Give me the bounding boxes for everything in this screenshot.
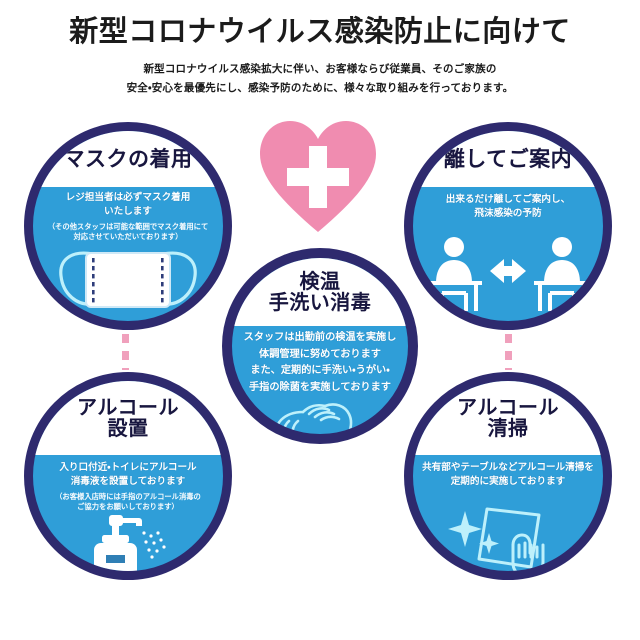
mask-lead-text: レジ担当者は必ずマスク着用 いたします	[65, 192, 191, 218]
hand-washing-icon	[232, 396, 408, 434]
center-text-block: スタッフは出勤前の検温を実施し 体調管理に努めております また、定期的に手洗い・…	[232, 330, 408, 396]
distance-lead-text: 出来るだけ離してご案内し、 飛沫感染の予防	[445, 194, 571, 220]
info-circle-temperature-handwash[interactable]: 検温 手洗い消毒 スタッフは出勤前の検温を実施し 体調管理に努めております また…	[222, 248, 418, 444]
subtitle-line-1: 新型コロナウイルス感染拡大に伴い、お客様ならび従業員、そのご家族の	[143, 62, 497, 75]
info-circle-alcohol-cleaning[interactable]: アルコール 清掃 共有部やテーブルなどアルコール清掃を 定期的に実施しております	[404, 372, 612, 580]
seated-people-distance-arrow-icon	[413, 235, 603, 315]
alcohol-set-title-band: アルコール 設置	[33, 381, 223, 455]
distance-text-block: 出来るだけ離してご案内し、 飛沫感染の予防	[413, 193, 603, 222]
mask-title-band: マスクの着用	[33, 131, 223, 187]
center-lead-text: スタッフは出勤前の検温を実施し 体調管理に努めております また、定期的に手洗い・…	[243, 332, 397, 393]
surgical-mask-icon	[33, 244, 223, 316]
alcohol-clean-text-block: 共有部やテーブルなどアルコール清掃を 定期的に実施しております	[413, 461, 603, 490]
mask-text-block: レジ担当者は必ずマスク着用 いたします （その他スタッフは可能な範囲でマスク着用…	[33, 191, 223, 243]
center-title: 検温 手洗い消毒	[268, 268, 372, 314]
connector-left-vertical	[122, 334, 129, 370]
mask-title: マスクの着用	[63, 146, 193, 171]
distance-title-band: 離してご案内	[413, 131, 603, 187]
alcohol-set-text-block: 入り口付近・トイレにアルコール 消毒液を設置しております （お客様入店時には手指…	[33, 461, 223, 513]
center-title-band: 検温 手洗い消毒	[232, 258, 408, 326]
info-circle-alcohol-placement[interactable]: アルコール 設置 入り口付近・トイレにアルコール 消毒液を設置しております （お…	[24, 372, 232, 580]
alcohol-clean-lead-text: 共有部やテーブルなどアルコール清掃を 定期的に実施しております	[422, 462, 594, 488]
info-circle-mask[interactable]: マスクの着用 レジ担当者は必ずマスク着用 いたします （その他スタッフは可能な範…	[24, 122, 232, 330]
connector-right-vertical	[505, 334, 512, 370]
poster-subtitle: 新型コロナウイルス感染拡大に伴い、お客様ならび従業員、そのご家族の 安全・安心を…	[0, 60, 640, 99]
alcohol-clean-title-band: アルコール 清掃	[413, 381, 603, 455]
poster-header: 新型コロナウイルス感染防止に向けて 新型コロナウイルス感染拡大に伴い、お客様なら…	[0, 14, 640, 99]
distance-title: 離してご案内	[443, 146, 573, 171]
alcohol-set-title: アルコール 設置	[77, 394, 179, 440]
hand-wiping-cloth-sparkle-icon	[413, 501, 603, 571]
page-title: 新型コロナウイルス感染防止に向けて	[69, 14, 571, 48]
alcohol-clean-title: アルコール 清掃	[457, 394, 559, 440]
heart-with-cross-icon	[258, 118, 378, 236]
alcohol-set-lead-text: 入り口付近・トイレにアルコール 消毒液を設置しております	[59, 462, 197, 488]
sanitizer-pump-bottle-icon	[33, 509, 223, 571]
mask-note-text: （その他スタッフは可能な範囲でマスク着用にて 対応させていただいております）	[47, 221, 209, 242]
alcohol-set-note-text: （お客様入店時には手指のアルコール消毒の ご協力をお願いしております）	[55, 491, 201, 512]
subtitle-line-2: 安全・安心を最優先にし、感染予防のために、様々な取り組みを行っております。	[126, 82, 514, 95]
info-circle-distance[interactable]: 離してご案内 出来るだけ離してご案内し、 飛沫感染の予防	[404, 122, 612, 330]
